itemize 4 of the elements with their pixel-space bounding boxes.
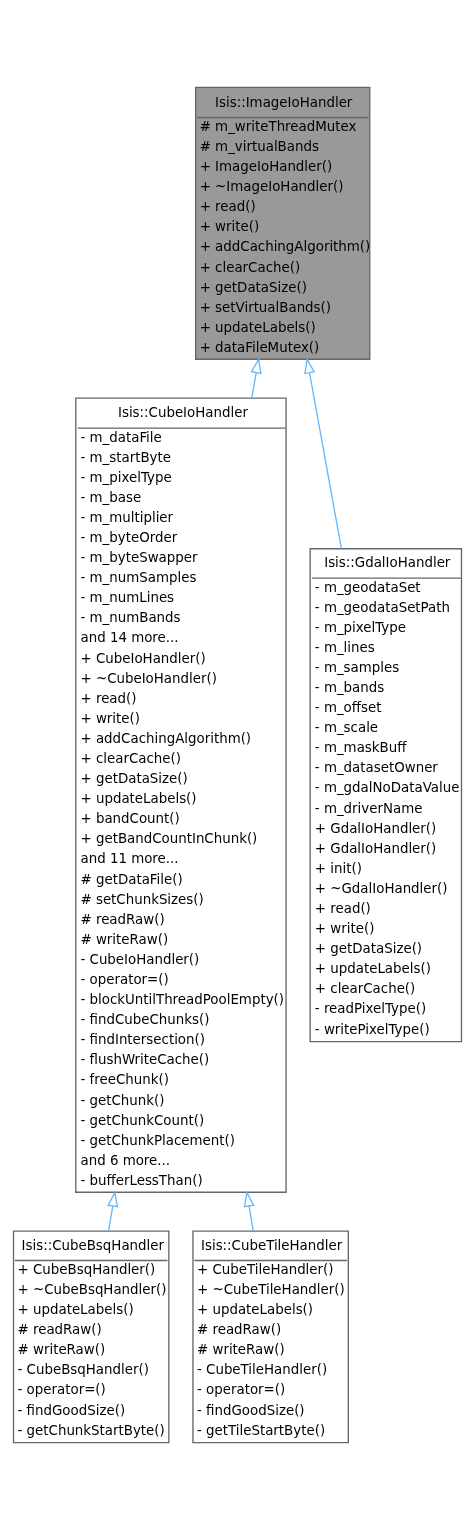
arrow [243,1190,255,1232]
arrow [250,357,262,399]
arrow [304,357,343,550]
arrow [107,1190,119,1232]
